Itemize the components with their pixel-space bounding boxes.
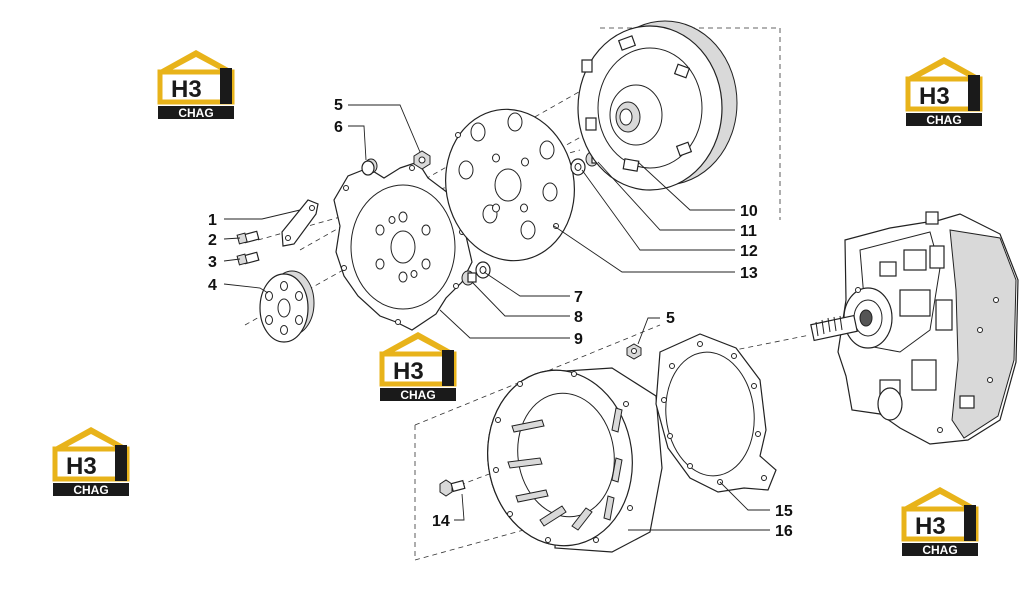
part-torque-converter	[577, 20, 738, 191]
logo-word-text: CHAG	[922, 543, 957, 557]
callout-2: 2	[208, 232, 217, 249]
callout-12: 12	[740, 243, 758, 260]
part-transmission-assembly	[810, 211, 1019, 445]
brand-logo-5: H3 CHAG	[902, 487, 978, 557]
part-gasket	[655, 333, 777, 493]
part-flex-plate-star	[333, 161, 473, 331]
callout-numbers: 1 2 3 4 5 6 7 8 9 10 11 12 13 5 14 15 16	[208, 97, 793, 540]
logo-mark-text: H3	[66, 453, 97, 480]
callout-11: 11	[740, 223, 757, 240]
part-bolt-2	[236, 230, 260, 245]
part-coupling-hub	[259, 270, 315, 343]
callout-10: 10	[740, 203, 758, 220]
leader-lines	[223, 104, 770, 531]
callout-5-top: 5	[334, 97, 343, 114]
part-washer-7	[475, 261, 491, 279]
callout-3: 3	[208, 254, 217, 271]
part-bracket	[281, 199, 319, 247]
logo-mark-text: H3	[919, 83, 950, 110]
callout-4: 4	[208, 277, 217, 294]
logo-mark-text: H3	[171, 76, 202, 103]
logo-word-text: CHAG	[178, 106, 213, 120]
logo-word-text: CHAG	[926, 113, 961, 127]
part-screw-8	[461, 270, 477, 286]
part-nut-5-top	[413, 150, 431, 170]
part-drive-plate	[445, 108, 575, 262]
part-bolt-3	[236, 251, 260, 266]
callout-7: 7	[574, 289, 583, 306]
part-washer-12	[570, 158, 586, 176]
callout-1: 1	[208, 212, 217, 229]
callout-8: 8	[574, 309, 583, 326]
callout-13: 13	[740, 265, 758, 282]
callout-15: 15	[775, 503, 793, 520]
callout-16: 16	[775, 523, 793, 540]
callout-9: 9	[574, 331, 583, 348]
brand-logo-4: H3 CHAG	[53, 427, 129, 497]
callout-6: 6	[334, 119, 343, 136]
logo-mark-text: H3	[393, 358, 424, 385]
part-spacer-6	[361, 158, 378, 176]
part-nut-5-lower	[626, 343, 642, 360]
part-bolt-14	[439, 479, 466, 497]
brand-logo-1: H3 CHAG	[158, 50, 234, 120]
brand-logo-3: H3 CHAG	[380, 332, 456, 402]
callout-5-lower: 5	[666, 310, 675, 327]
logo-word-text: CHAG	[73, 483, 108, 497]
part-bell-housing	[487, 367, 663, 553]
logo-word-text: CHAG	[400, 388, 435, 402]
callout-14: 14	[432, 513, 450, 530]
logo-mark-text: H3	[915, 513, 946, 540]
brand-logo-2: H3 CHAG	[906, 57, 982, 127]
